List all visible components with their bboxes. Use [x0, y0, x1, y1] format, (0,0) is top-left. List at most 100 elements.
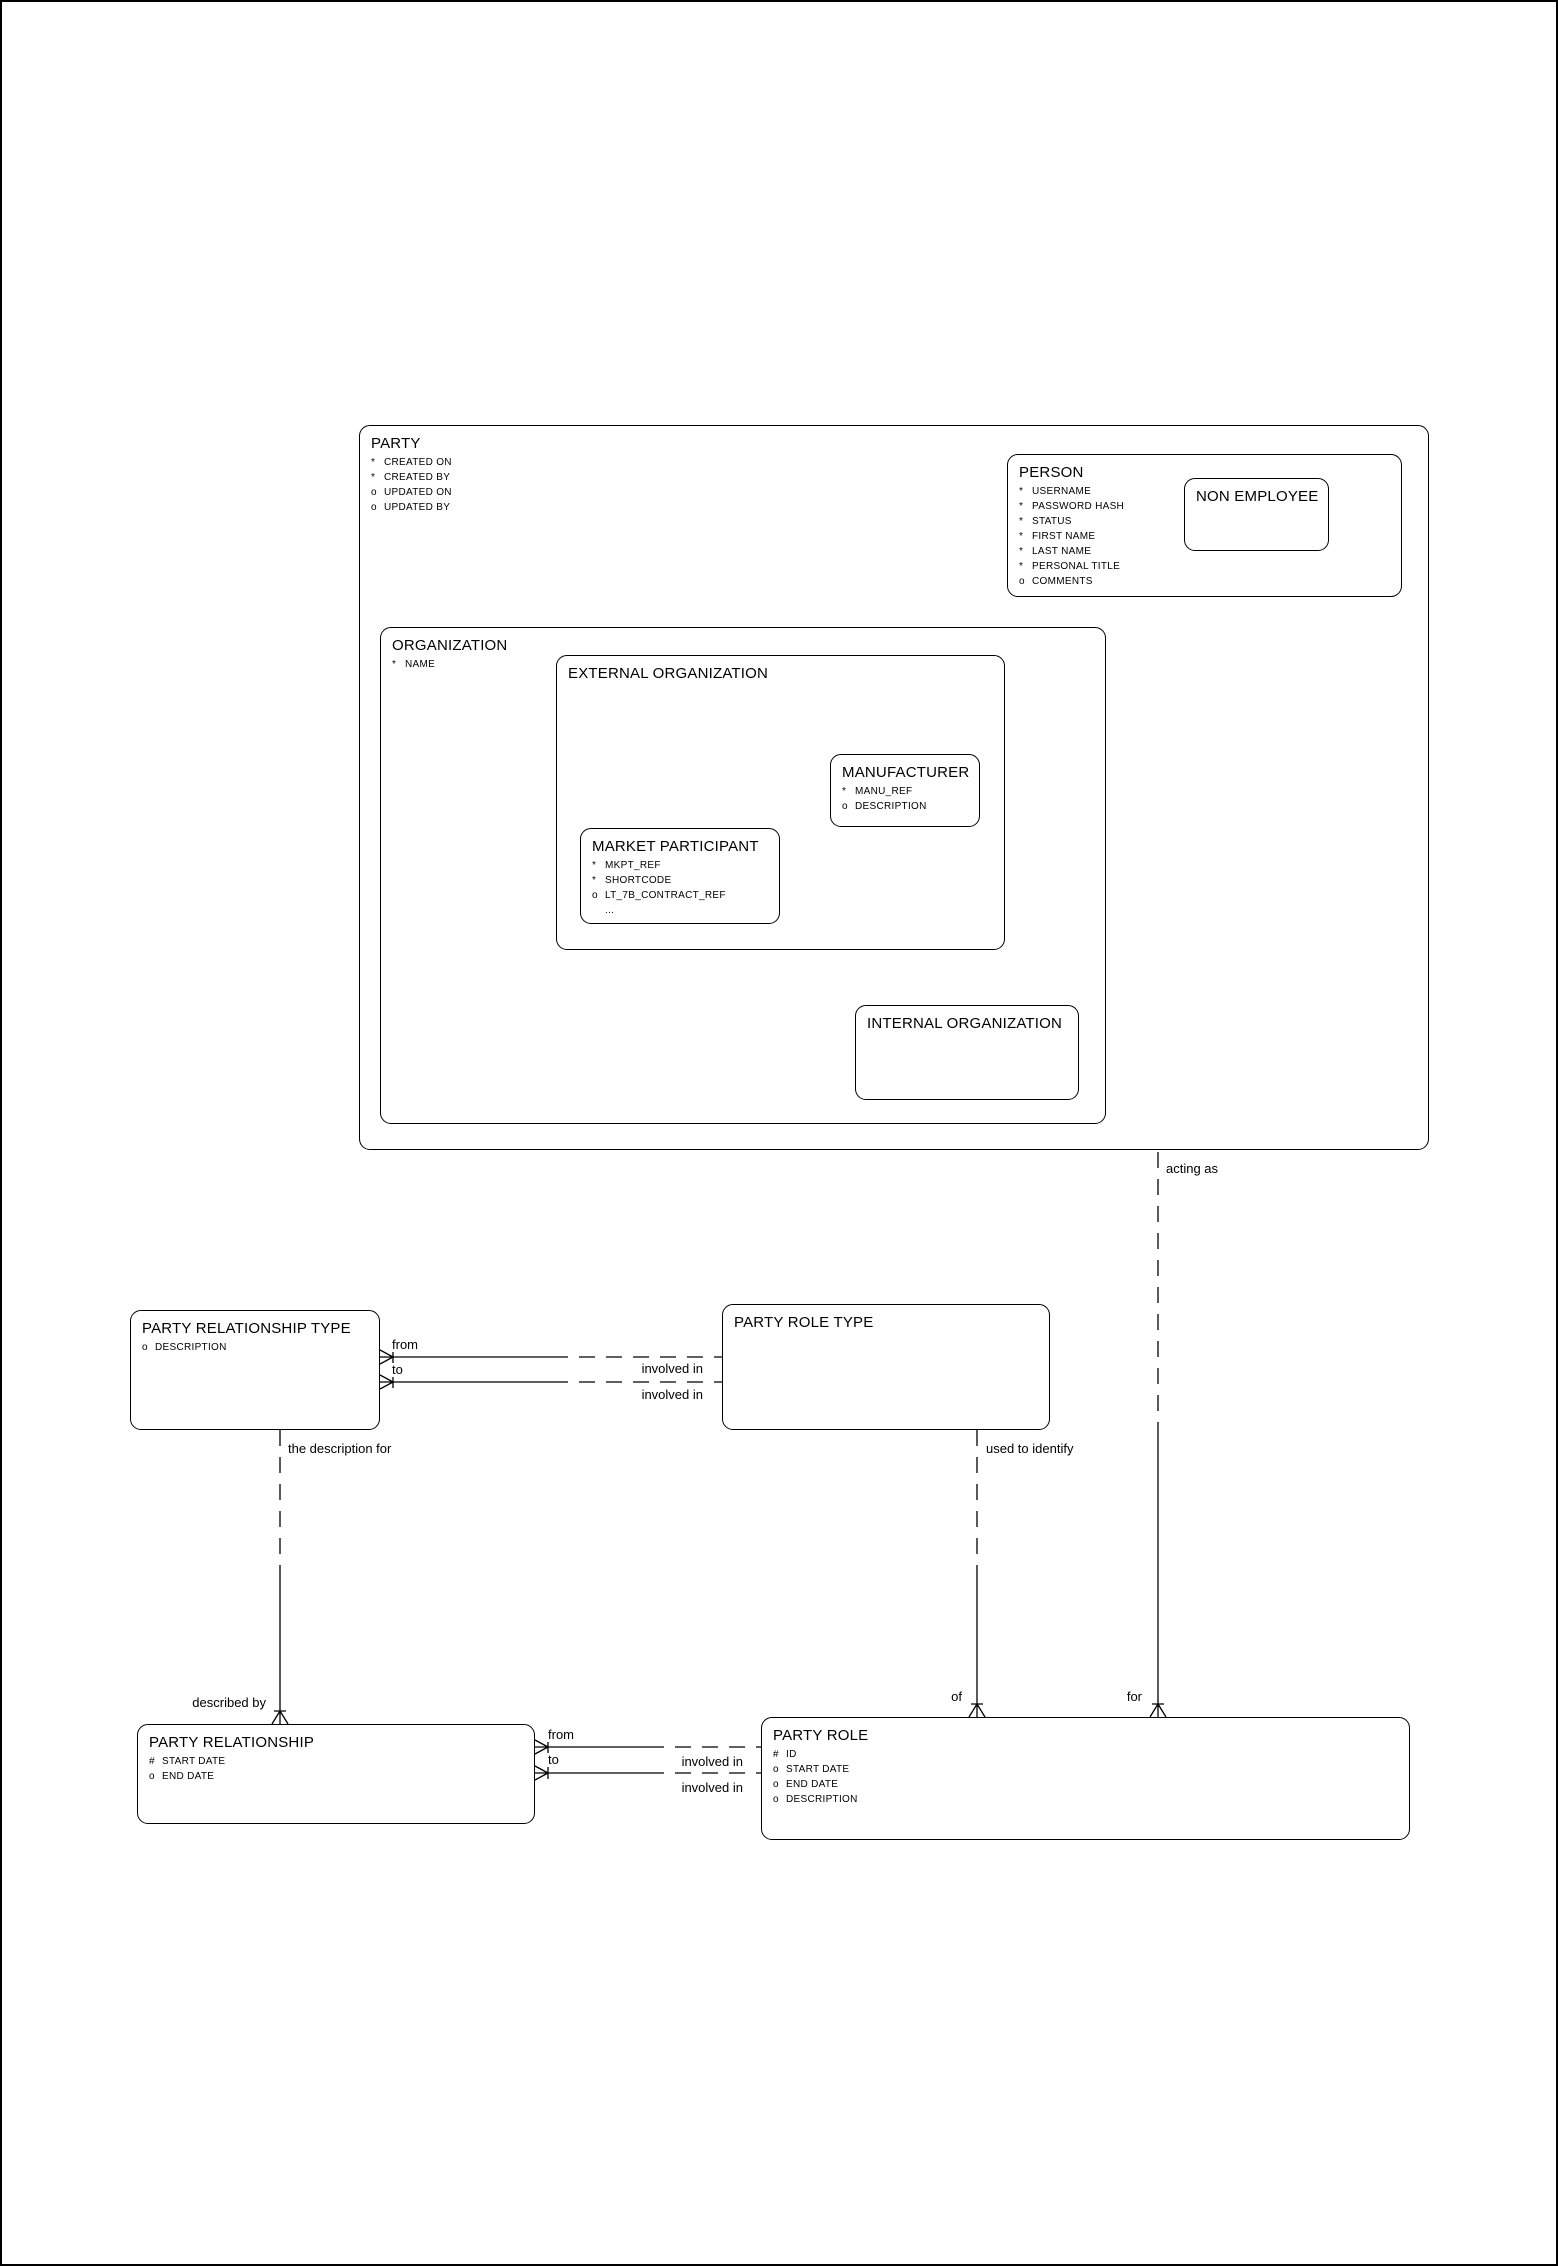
- entity-party-relationship[interactable]: PARTY RELATIONSHIP # START DATE o END DATE: [137, 1724, 535, 1824]
- attribute-row: o UPDATED BY: [371, 500, 1417, 515]
- attribute-optionality-mark: *: [842, 786, 847, 797]
- attribute-name: START DATE: [786, 1764, 850, 1775]
- entity-internal-organization[interactable]: INTERNAL ORGANIZATION: [855, 1005, 1079, 1100]
- attribute-name: MKPT_REF: [605, 860, 661, 871]
- attribute-name: MANU_REF: [855, 786, 913, 797]
- relationship-label-to-top: to: [390, 1362, 405, 1377]
- relationship-dashed-lines: [279, 1152, 1159, 1774]
- attribute-row: * CREATED ON: [371, 455, 1417, 470]
- attribute-row: *LAST NAME: [1019, 544, 1390, 559]
- attribute-row: ...: [592, 903, 768, 918]
- attribute-optionality-mark: o: [842, 801, 848, 812]
- attribute-name: END DATE: [786, 1779, 839, 1790]
- attribute-name: LT_7B_CONTRACT_REF: [605, 890, 726, 901]
- entity-title: PARTY RELATIONSHIP: [149, 1734, 315, 1751]
- entity-non-employee[interactable]: NON EMPLOYEE: [1184, 478, 1329, 551]
- attribute-optionality-mark: *: [371, 457, 376, 468]
- attribute-row: o END DATE: [773, 1777, 1398, 1792]
- entity-title: INTERNAL ORGANIZATION: [867, 1015, 1063, 1032]
- entity-title: PARTY: [371, 435, 421, 452]
- attribute-row: o UPDATED ON: [371, 485, 1417, 500]
- attribute-name: UPDATED ON: [384, 487, 452, 498]
- relationship-label-involved-in-4: involved in: [679, 1780, 745, 1795]
- attribute-name: DESCRIPTION: [786, 1794, 858, 1805]
- relationship-label-involved-in-3: involved in: [679, 1754, 745, 1769]
- entity-title: PERSON: [1019, 464, 1084, 481]
- attribute-row: o END DATE: [149, 1769, 523, 1784]
- attribute-row: * MANU_REF: [842, 784, 968, 799]
- attribute-name: NAME: [405, 659, 436, 670]
- attribute-name: PASSWORD HASH: [1032, 501, 1125, 512]
- attribute-optionality-mark: o: [142, 1342, 148, 1353]
- relationship-label-for: for: [1124, 1689, 1144, 1704]
- relationship-label-involved-in-2: involved in: [639, 1387, 705, 1402]
- attribute-optionality-mark: *: [1019, 501, 1024, 512]
- entity-title: PARTY ROLE TYPE: [734, 1314, 874, 1331]
- attribute-optionality-mark: *: [592, 875, 597, 886]
- attribute-optionality-mark: #: [149, 1756, 155, 1767]
- attribute-optionality-mark: o: [773, 1764, 779, 1775]
- attribute-row: * MKPT_REF: [592, 858, 768, 873]
- attribute-optionality-mark: *: [592, 860, 597, 871]
- attribute-name: FIRST NAME: [1032, 531, 1096, 542]
- relationship-label-acting-as: acting as: [1164, 1161, 1221, 1176]
- attribute-row: * PASSWORD HASH: [1019, 499, 1390, 514]
- relationship-label-described-by: described by: [190, 1695, 268, 1710]
- attribute-optionality-mark: o: [371, 487, 377, 498]
- attribute-optionality-mark: *: [1019, 531, 1024, 542]
- attribute-optionality-mark: *: [1019, 486, 1024, 497]
- entity-title: NON EMPLOYEE: [1196, 488, 1319, 505]
- attribute-name: START DATE: [162, 1756, 226, 1767]
- attribute-name: ...: [605, 905, 615, 916]
- attribute-optionality-mark: o: [1019, 576, 1025, 587]
- relationship-label-from-bottom: from: [546, 1727, 576, 1742]
- attribute-row: * FIRST NAME: [1019, 529, 1390, 544]
- attribute-optionality-mark: o: [773, 1779, 779, 1790]
- attribute-optionality-mark: *: [1019, 516, 1024, 527]
- attribute-list: o DESCRIPTION: [142, 1340, 368, 1355]
- attribute-optionality-mark: o: [149, 1771, 155, 1782]
- attribute-optionality-mark: o: [773, 1794, 779, 1805]
- attribute-row: *STATUS: [1019, 514, 1390, 529]
- attribute-name: DESCRIPTION: [155, 1342, 227, 1353]
- relationship-label-involved-in-1: involved in: [639, 1361, 705, 1376]
- attribute-row: * NAME: [392, 657, 1094, 672]
- attribute-row: * PERSONAL TITLE: [1019, 559, 1390, 574]
- relationship-label-used-to-identify: used to identify: [984, 1441, 1076, 1456]
- attribute-row: o START DATE: [773, 1762, 1398, 1777]
- entity-title: MARKET PARTICIPANT: [592, 838, 759, 855]
- entity-title: EXTERNAL ORGANIZATION: [568, 665, 769, 682]
- attribute-name: PERSONAL TITLE: [1032, 561, 1121, 572]
- attribute-optionality-mark: o: [592, 890, 598, 901]
- attribute-optionality-mark: *: [371, 472, 376, 483]
- relationship-label-of: of: [949, 1689, 964, 1704]
- attribute-optionality-mark: *: [1019, 561, 1024, 572]
- relationship-label-to-bottom: to: [546, 1752, 561, 1767]
- attribute-list: * NAME: [392, 657, 1094, 672]
- attribute-name: UPDATED BY: [384, 502, 451, 513]
- attribute-name: ID: [786, 1749, 797, 1760]
- relationship-label-the-description-for: the description for: [286, 1441, 394, 1456]
- attribute-row: #ID: [773, 1747, 1398, 1762]
- entity-title: ORGANIZATION: [392, 637, 508, 654]
- attribute-name: CREATED ON: [384, 457, 452, 468]
- entity-title: PARTY ROLE: [773, 1727, 869, 1744]
- attribute-optionality-mark: *: [392, 659, 397, 670]
- attribute-row: *CREATED BY: [371, 470, 1417, 485]
- attribute-list: *USERNAME*PASSWORD HASH*STATUS*FIRST NAM…: [1019, 484, 1390, 589]
- attribute-row: # START DATE: [149, 1754, 523, 1769]
- attribute-optionality-mark: o: [371, 502, 377, 513]
- attribute-name: SHORTCODE: [605, 875, 672, 886]
- attribute-row: o LT_7B_CONTRACT_REF: [592, 888, 768, 903]
- attribute-name: END DATE: [162, 1771, 215, 1782]
- entity-party-role-type[interactable]: PARTY ROLE TYPE: [722, 1304, 1050, 1430]
- attribute-row: o DESCRIPTION: [142, 1340, 368, 1355]
